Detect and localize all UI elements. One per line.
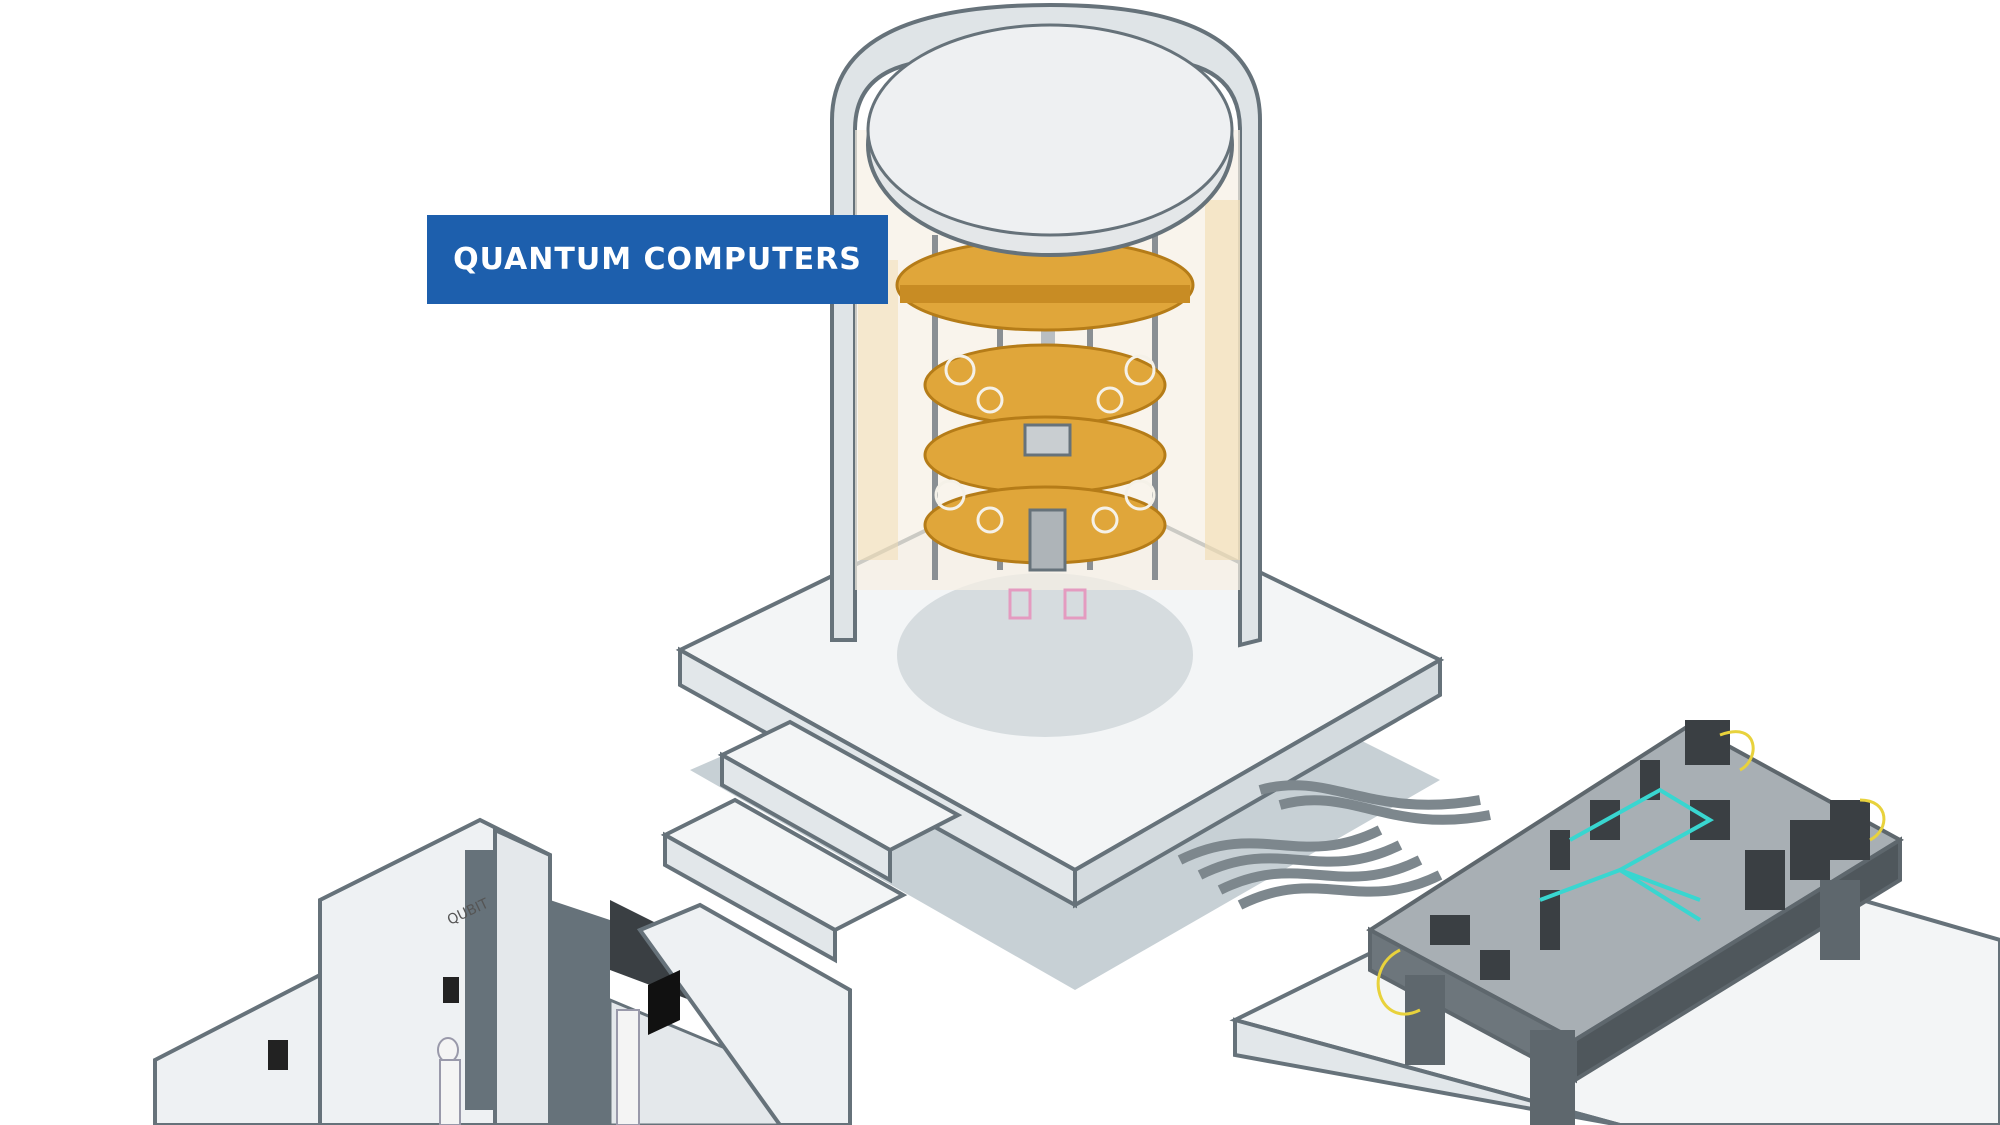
cryostat (830, 2, 1262, 648)
steps (660, 719, 963, 964)
optical-table (1229, 720, 2000, 1125)
dilution-refrigerator-chandelier (895, 230, 1195, 620)
quantum-computers-callout: QUANTUM COMPUTERS (427, 215, 888, 304)
callout-label: QUANTUM COMPUTERS (453, 242, 862, 277)
cables (1177, 780, 1491, 910)
floor-shadow-circle (897, 573, 1193, 737)
cleanroom-lab: QUBIT (153, 817, 852, 1125)
